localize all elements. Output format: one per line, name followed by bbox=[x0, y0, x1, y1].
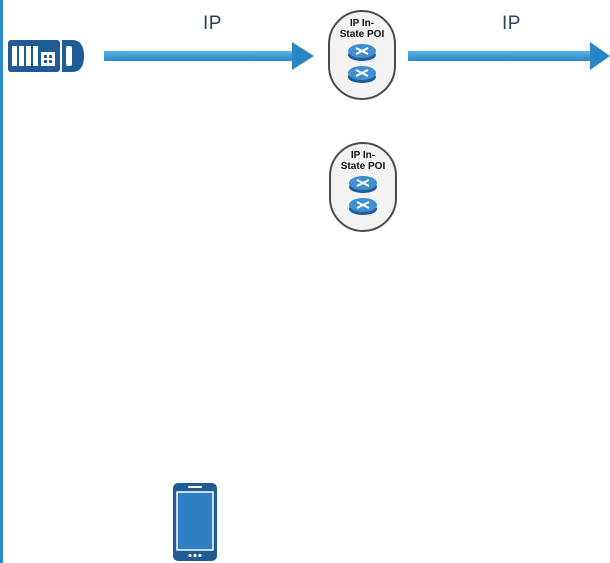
router-icon bbox=[349, 198, 377, 215]
ip-label: IP bbox=[203, 13, 222, 34]
ip-in-state-poi-node: IP In- State POI bbox=[329, 142, 397, 232]
smartphone-icon bbox=[173, 483, 217, 561]
router-icon bbox=[348, 66, 376, 83]
poi-title: IP In- State POI bbox=[340, 150, 386, 172]
pbx-icon bbox=[8, 40, 84, 72]
left-border-line bbox=[0, 0, 3, 563]
router-icon bbox=[349, 176, 377, 193]
ip-connection-arrow-1 bbox=[104, 42, 314, 70]
poi-title: IP In- State POI bbox=[339, 18, 385, 40]
ip-label: IP bbox=[502, 13, 521, 34]
router-icon bbox=[348, 44, 376, 61]
ip-in-state-poi-node: IP In- State POI bbox=[328, 10, 396, 100]
ip-connection-arrow-2 bbox=[408, 42, 610, 70]
